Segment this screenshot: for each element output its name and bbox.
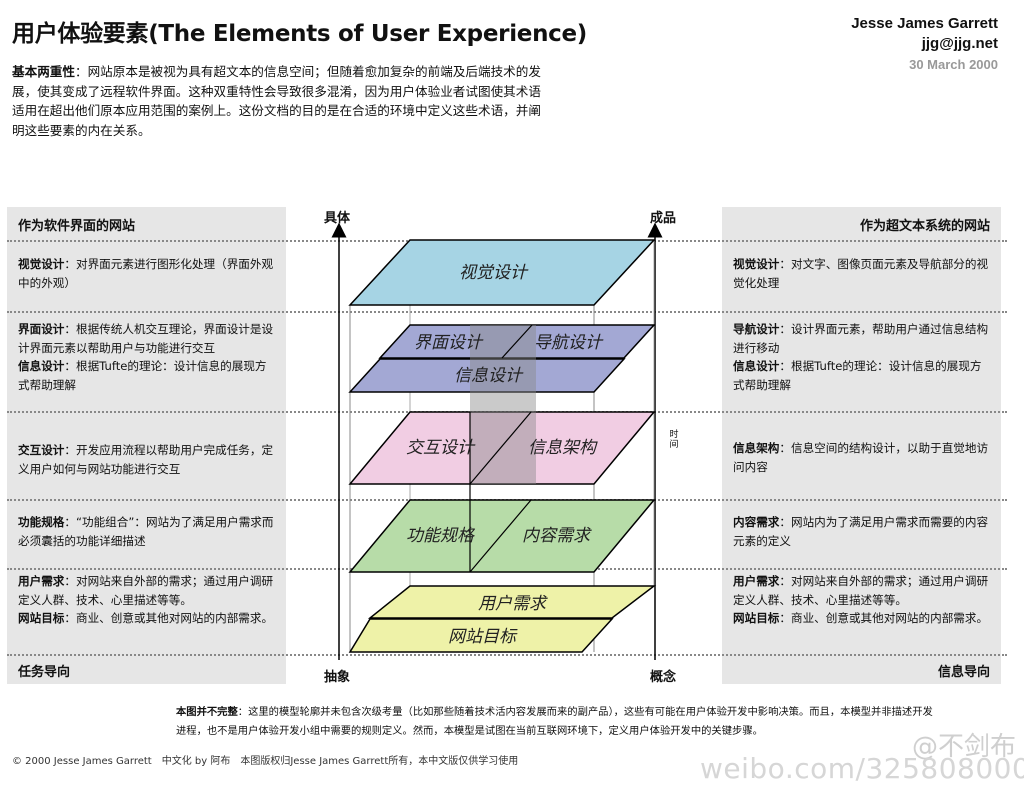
- right-item-information-architecture: 信息架构：信息空间的结构设计，以助于直觉地访问内容: [733, 439, 991, 476]
- left-item-visual-design: 视觉设计：对界面元素进行图形化处理（界面外观中的外观）: [18, 255, 276, 292]
- label-information-architecture: 信息架构: [528, 438, 598, 458]
- left-item-label: 交互设计: [18, 443, 65, 457]
- right-item-text: ：商业、创意或其他对网站的内部需求。: [779, 611, 989, 625]
- axis-label-completion: 成品: [650, 211, 677, 226]
- plane-user-needs: [367, 585, 657, 619]
- label-interaction-design: 交互设计: [406, 438, 476, 458]
- right-item-label: 信息架构: [733, 441, 780, 455]
- left-item-text: ：对网站来自外部的需求；通过用户调研定义人群、技术、心里描述等等。: [18, 574, 274, 607]
- left-item-interaction-design: 交互设计：开发应用流程以帮助用户完成任务，定义用户如何与网站功能进行交互: [18, 441, 276, 478]
- document-date: 30 March 2000: [909, 57, 998, 72]
- right-panel-title: 作为超文本系统的网站: [859, 219, 990, 234]
- left-item-text: ：商业、创意或其他对网站的内部需求。: [64, 611, 274, 625]
- axis-label-time: 时间: [669, 430, 679, 450]
- left-item-user-needs: 用户需求：对网站来自外部的需求；通过用户调研定义人群、技术、心里描述等等。网站目…: [18, 572, 276, 628]
- axis-label-conception: 概念: [650, 670, 677, 685]
- plane-divider: [469, 411, 532, 485]
- label-user-needs: 用户需求: [478, 594, 548, 614]
- right-item-text: ：网站内为了满足用户需求而需要的内容元素的定义: [733, 515, 989, 548]
- right-panel-hypertext-system: 作为超文本系统的网站 视觉设计：对文字、图像页面元素及导航部分的视觉化处理 导航…: [722, 207, 1001, 684]
- author-block: Jesse James Garrett jjg@jjg.net 30 March…: [851, 14, 998, 76]
- divider-line: [7, 654, 1007, 656]
- plane-site-objectives: [348, 618, 614, 653]
- label-navigation-design: 导航设计: [534, 333, 604, 353]
- right-item-label: 导航设计: [733, 322, 780, 336]
- label-visual-design: 视觉设计: [459, 263, 529, 283]
- label-site-objectives: 网站目标: [448, 627, 518, 647]
- intro-label: 基本两重性: [12, 64, 75, 79]
- right-item-visual-design: 视觉设计：对文字、图像页面元素及导航部分的视觉化处理: [733, 255, 991, 292]
- copyright-line: © 2000 Jesse James Garrett 中文化 by 阿布 本图版…: [12, 756, 519, 767]
- author-email: jjg@jjg.net: [921, 35, 998, 52]
- intro-paragraph: 基本两重性：网站原本是被视为具有超文本的信息空间；但随着愈加复杂的前端及后端技术…: [12, 62, 552, 140]
- watermark-name: @不剑布: [911, 732, 1016, 762]
- label-content-requirements: 内容需求: [522, 526, 592, 546]
- plane-divider: [501, 324, 533, 359]
- plane-divider: [469, 499, 532, 573]
- watermark-url: weibo.com/325808000: [700, 752, 1024, 785]
- right-item-text: ：对文字、图像页面元素及导航部分的视觉化处理: [733, 257, 989, 290]
- left-item-label: 用户需求: [18, 574, 65, 588]
- left-panel-software-interface: 作为软件界面的网站 视觉设计：对界面元素进行图形化处理（界面外观中的外观） 界面…: [7, 207, 286, 684]
- right-item-label: 内容需求: [733, 515, 780, 529]
- label-interface-design: 界面设计: [414, 333, 484, 353]
- left-panel-footer: 任务导向: [18, 665, 71, 680]
- left-item-text: ：开发应用流程以帮助用户完成任务，定义用户如何与网站功能进行交互: [18, 443, 274, 476]
- right-panel-footer: 信息导向: [937, 665, 990, 680]
- right-item-content-requirements: 内容需求：网站内为了满足用户需求而需要的内容元素的定义: [733, 513, 991, 550]
- right-item-label: 视觉设计: [733, 257, 780, 271]
- label-information-design: 信息设计: [454, 366, 524, 386]
- axis-label-concrete: 具体: [324, 211, 351, 226]
- right-item-label: 信息设计: [733, 359, 780, 373]
- right-item-navigation-design: 导航设计：设计界面元素，帮助用户通过信息结构进行移动信息设计：根据Tufte的理…: [733, 320, 991, 394]
- left-item-interface-design: 界面设计：根据传统人机交互理论，界面设计是设计界面元素以帮助用户与功能进行交互信…: [18, 320, 276, 394]
- label-functional-spec: 功能规格: [406, 526, 476, 546]
- right-item-label: 网站目标: [733, 611, 780, 625]
- note-text: ：这里的模型轮廓并未包含次级考量（比如那些随着技术活内容发展而来的副产品），这些…: [176, 706, 933, 737]
- left-panel-title: 作为软件界面的网站: [18, 219, 136, 234]
- left-item-text: ：对界面元素进行图形化处理（界面外观中的外观）: [18, 257, 274, 290]
- plane-scope: [348, 499, 656, 573]
- intro-text: ：网站原本是被视为具有超文本的信息空间；但随着愈加复杂的前端及后端技术的发展，使…: [12, 64, 541, 138]
- axis-label-abstract: 抽象: [324, 670, 351, 685]
- shared-overlap-band: [470, 325, 536, 484]
- plane-surface: [348, 239, 656, 306]
- left-item-label: 信息设计: [18, 359, 65, 373]
- plane-information-design: [348, 358, 626, 393]
- left-item-text: ：根据传统人机交互理论，界面设计是设计界面元素以帮助用户与功能进行交互: [18, 322, 274, 355]
- left-item-label: 功能规格: [18, 515, 65, 529]
- author-name: Jesse James Garrett: [851, 15, 998, 32]
- right-item-text: ：对网站来自外部的需求；通过用户调研定义人群、技术、心里描述等等。: [733, 574, 989, 607]
- plane-structure: [348, 411, 656, 485]
- divider-line: [7, 311, 1007, 313]
- page-title: 用户体验要素(The Elements of User Experience): [12, 21, 587, 47]
- left-item-label: 网站目标: [18, 611, 65, 625]
- left-item-functional-spec: 功能规格：“功能组合”：网站为了满足用户需求而必须囊括的功能详细描述: [18, 513, 276, 550]
- right-item-label: 用户需求: [733, 574, 780, 588]
- right-item-text: ：根据Tufte的理论：设计信息的展现方式帮助理解: [733, 359, 982, 392]
- left-item-label: 视觉设计: [18, 257, 65, 271]
- note-label: 本图并不完整: [176, 706, 238, 718]
- right-item-text: ：信息空间的结构设计，以助于直觉地访问内容: [733, 441, 989, 474]
- disclaimer-note: 本图并不完整：这里的模型轮廓并未包含次级考量（比如那些随着技术活内容发展而来的副…: [176, 703, 936, 741]
- right-item-text: ：设计界面元素，帮助用户通过信息结构进行移动: [733, 322, 989, 355]
- right-item-user-needs: 用户需求：对网站来自外部的需求；通过用户调研定义人群、技术、心里描述等等。网站目…: [733, 572, 991, 628]
- left-item-label: 界面设计: [18, 322, 65, 336]
- left-item-text: ：“功能组合”：网站为了满足用户需求而必须囊括的功能详细描述: [18, 515, 274, 548]
- left-item-text: ：根据Tufte的理论：设计信息的展现方式帮助理解: [18, 359, 267, 392]
